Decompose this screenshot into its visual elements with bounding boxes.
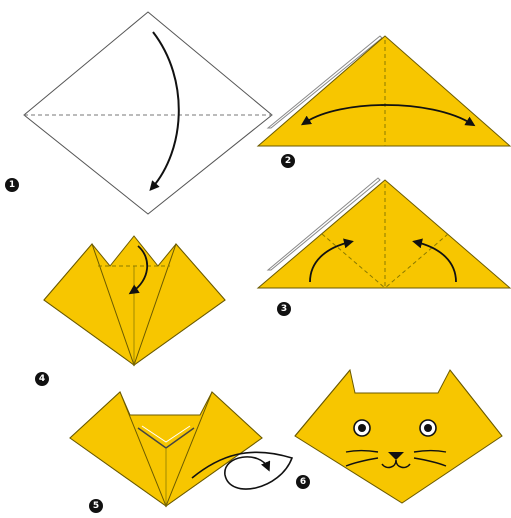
step-6-figure [295,370,502,503]
step-4-figure [44,236,225,365]
step-badge-5: 5 [89,499,103,513]
step-3-figure [258,178,510,288]
step-badge-2: 2 [281,154,295,168]
svg-text:2: 2 [285,156,291,166]
step-1-figure [24,12,272,214]
step-badge-3: 3 [277,302,291,316]
svg-text:4: 4 [39,374,45,384]
step-badge-6: 6 [296,475,310,489]
cat-face [295,370,502,503]
cat-eye-right [420,420,436,436]
step-5-figure [70,392,292,506]
step-badge-4: 4 [35,372,49,386]
triangle-paper [258,180,510,288]
svg-text:5: 5 [93,501,99,511]
square-paper [24,12,272,214]
triangle-paper [258,36,510,146]
svg-text:3: 3 [281,304,287,314]
step-badge-1: 1 [5,178,19,192]
cat-eye-left [354,420,370,436]
svg-text:6: 6 [300,477,306,487]
step-2-figure [258,36,510,146]
svg-text:1: 1 [9,180,15,190]
